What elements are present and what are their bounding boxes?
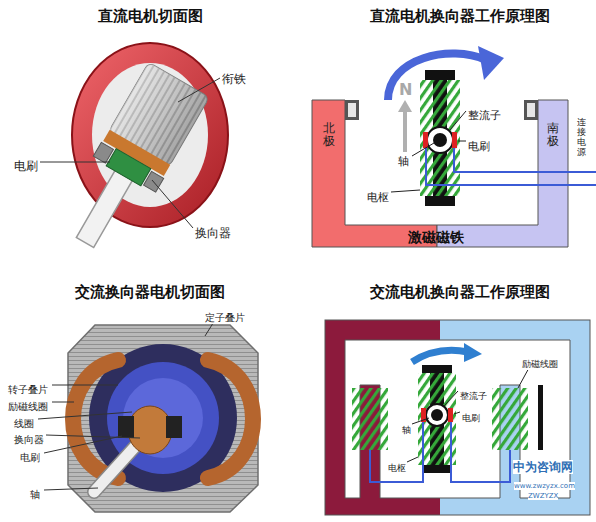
stator-outline (325, 320, 590, 515)
part-label: 励磁线圈 (522, 359, 558, 370)
armature-top (422, 365, 452, 373)
leader-line (52, 385, 118, 386)
commutator (427, 127, 453, 153)
part-label: 整流子 (468, 109, 501, 122)
pole-letter: N (399, 80, 412, 99)
watermark: 中为咨询网 (513, 460, 573, 474)
brush (423, 132, 428, 148)
part-label: 轴 (398, 155, 409, 168)
panel-title: 交流电机换向器工作原理图 (370, 283, 550, 301)
ac-motor-cutaway (38, 320, 258, 512)
brush (448, 408, 453, 422)
part-label: 电枢 (388, 463, 406, 474)
pole-label: 北极 (323, 122, 335, 148)
magnet-label: 激磁磁铁 (408, 229, 464, 246)
field-coil (352, 388, 388, 450)
panel-title: 交流换向器电机切面图 (75, 283, 225, 301)
part-label: 衔铁 (222, 72, 246, 86)
rotation-arrowhead (464, 343, 482, 362)
watermark: www.zwzyzx.com (514, 482, 575, 490)
leader-line (52, 402, 74, 403)
watermark: ZWZYZX (528, 492, 558, 500)
leader-line (450, 111, 466, 130)
part-label: 励磁线圈 (8, 401, 48, 413)
leader-line (44, 488, 98, 490)
wire (370, 422, 423, 482)
part-label: 电枢 (367, 191, 389, 204)
part-label: 换向器 (195, 226, 231, 240)
stator-laminations (68, 325, 258, 512)
pole-face (345, 100, 359, 120)
leader-line (178, 78, 220, 102)
commutator (426, 404, 448, 426)
commutator (106, 149, 151, 186)
armature-bottom (422, 465, 452, 473)
shaft (431, 409, 443, 421)
part-label: 电刷 (468, 140, 490, 153)
brush (93, 142, 113, 163)
rotor-coil (123, 378, 203, 458)
panel-title: 直流电机切面图 (98, 7, 203, 25)
housing-rim (72, 43, 228, 227)
field-coil (492, 388, 528, 450)
shaft (433, 133, 447, 147)
wire (451, 422, 510, 482)
part-label: 轴 (402, 425, 411, 436)
wire (426, 148, 596, 185)
commutator (128, 406, 172, 454)
part-label: 轴 (30, 489, 40, 501)
leader-line (454, 412, 460, 414)
panel-title: 直流电机换向器工作原理图 (370, 7, 550, 25)
rotation-arrow (412, 350, 468, 362)
leader-line (152, 180, 193, 228)
motor-housing (72, 43, 228, 227)
north-pole-magnet (312, 100, 437, 247)
leader-line (44, 436, 122, 453)
pole-face (527, 103, 535, 117)
leader-line (412, 418, 429, 424)
wire-label: 连接电源 (577, 118, 586, 158)
dc-commutator-principle (312, 46, 596, 247)
leader-line (391, 190, 420, 192)
leader-line (458, 141, 466, 142)
part-label: 转子叠片 (8, 384, 48, 396)
brush (166, 416, 182, 438)
brush (118, 416, 134, 438)
part-label: 换向器 (14, 434, 44, 446)
brush (452, 132, 457, 148)
leader-line (407, 457, 418, 462)
part-label: 电刷 (462, 413, 480, 424)
north-arrowhead (398, 100, 412, 112)
part-label: 电刷 (14, 159, 38, 173)
pole-face (524, 100, 538, 120)
armature-bottom (425, 196, 455, 206)
leader-line (444, 391, 458, 406)
armature-top (425, 70, 455, 80)
armature-assembly (54, 62, 210, 261)
part-label: 整流子 (460, 391, 487, 402)
part-label: 定子叠片 (205, 312, 245, 324)
pole-face (348, 103, 356, 117)
part-label: 线圈 (14, 418, 34, 430)
ac-commutator-principle (325, 320, 590, 515)
leader-line (38, 412, 132, 419)
leader-line (40, 162, 110, 163)
rotation-arrowhead (478, 46, 504, 80)
leader-line (412, 143, 434, 156)
field-bar (538, 385, 543, 450)
part-label: 电刷 (20, 452, 40, 464)
north-arrow (403, 110, 407, 152)
leader-line (46, 435, 140, 438)
pole-label: 南极 (547, 122, 559, 148)
